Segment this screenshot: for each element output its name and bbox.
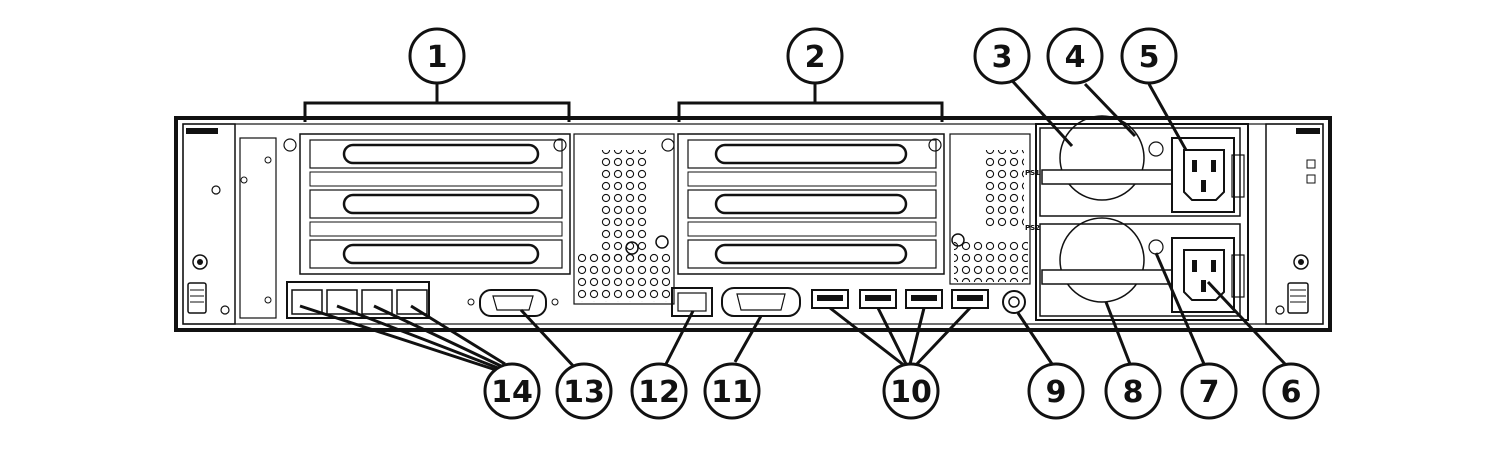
callout-10: 10 bbox=[882, 362, 940, 420]
nic-ports bbox=[286, 281, 430, 319]
svg-text:13: 13 bbox=[563, 375, 605, 410]
callout-4: 4 bbox=[1046, 27, 1104, 85]
svg-text:5: 5 bbox=[1139, 40, 1160, 75]
callout-3: 3 bbox=[973, 27, 1031, 85]
right-vent bbox=[949, 133, 1031, 285]
callout-14: 14 bbox=[483, 362, 541, 420]
pcie-riser-1 bbox=[283, 133, 571, 275]
psu-2-label: PS2 bbox=[1025, 224, 1040, 232]
callout-13: 13 bbox=[555, 362, 613, 420]
power-supply-1: PS1 bbox=[1025, 115, 1245, 217]
callout-12: 12 bbox=[630, 362, 688, 420]
svg-text:2: 2 bbox=[805, 40, 826, 75]
svg-text:12: 12 bbox=[638, 375, 680, 410]
svg-text:11: 11 bbox=[711, 375, 753, 410]
callout-7: 7 bbox=[1180, 362, 1238, 420]
svg-text:9: 9 bbox=[1046, 375, 1067, 410]
svg-text:10: 10 bbox=[890, 375, 932, 410]
callout-6: 6 bbox=[1262, 362, 1320, 420]
svg-text:6: 6 bbox=[1281, 375, 1302, 410]
leader-lines bbox=[299, 72, 1287, 372]
svg-text:7: 7 bbox=[1199, 375, 1220, 410]
power-supply-bays: PS1 PS2 bbox=[1025, 115, 1249, 321]
pcie-riser-2 bbox=[661, 133, 945, 275]
callout-5: 5 bbox=[1120, 27, 1178, 85]
svg-text:3: 3 bbox=[992, 40, 1013, 75]
center-vent bbox=[573, 133, 675, 305]
svg-text:1: 1 bbox=[427, 40, 448, 75]
callout-11: 11 bbox=[703, 362, 761, 420]
callout-2: 2 bbox=[786, 27, 844, 85]
uid-button bbox=[1002, 290, 1026, 314]
svg-text:4: 4 bbox=[1065, 40, 1086, 75]
psu-1-label: PS1 bbox=[1025, 169, 1040, 177]
serial-port bbox=[467, 289, 559, 317]
callout-9: 9 bbox=[1027, 362, 1085, 420]
callout-8: 8 bbox=[1104, 362, 1162, 420]
callout-1: 1 bbox=[408, 27, 466, 85]
power-supply-2: PS2 bbox=[1025, 217, 1245, 317]
svg-text:8: 8 bbox=[1123, 375, 1144, 410]
svg-text:14: 14 bbox=[491, 375, 533, 410]
